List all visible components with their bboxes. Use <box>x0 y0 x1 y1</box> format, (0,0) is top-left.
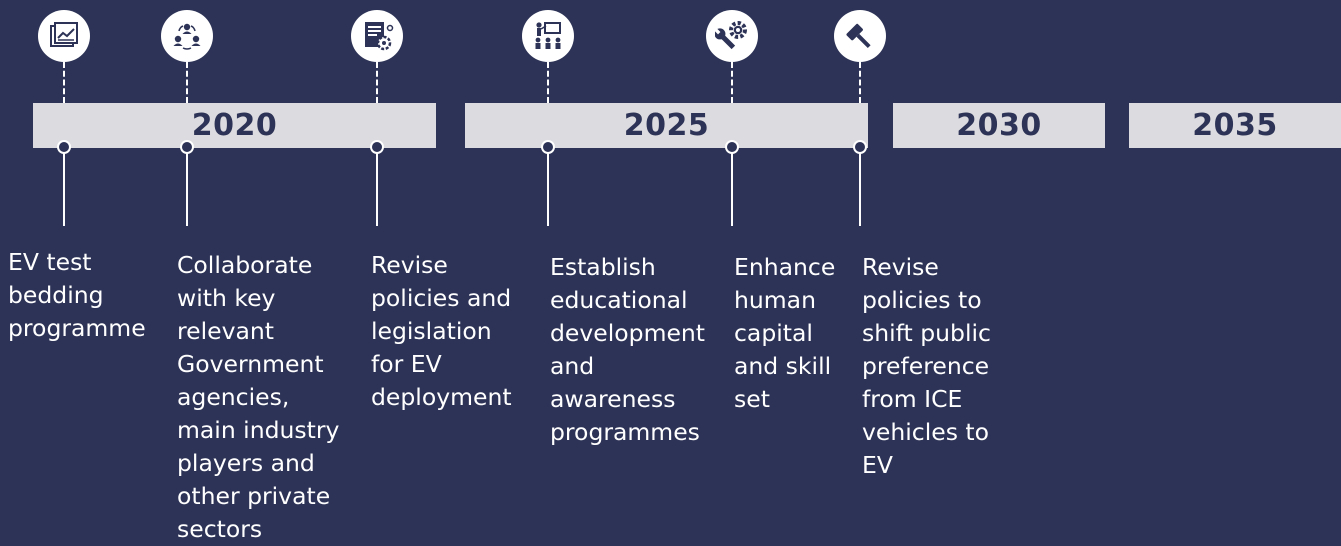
year-bar-2025: 2025 <box>465 103 868 148</box>
milestone-stem <box>731 153 733 226</box>
milestone-stem <box>547 153 549 226</box>
year-bar-2020: 2020 <box>33 103 436 148</box>
gavel-icon <box>834 10 886 62</box>
year-label: 2020 <box>191 108 278 143</box>
year-bar-2035: 2035 <box>1129 103 1341 148</box>
milestone-text: Enhance human capital and skill set <box>734 253 836 413</box>
year-label: 2035 <box>1192 108 1278 143</box>
milestone-text: Collaborate with key relevant Government… <box>177 251 340 543</box>
milestone-text: Revise policies and legislation for EV d… <box>371 251 512 411</box>
milestone-marker <box>180 140 194 154</box>
year-label: 2030 <box>956 108 1042 143</box>
year-bar-2030: 2030 <box>893 103 1105 148</box>
milestone-marker <box>725 140 739 154</box>
milestone-marker <box>853 140 867 154</box>
milestone-text: EV test bedding programme <box>8 248 146 342</box>
connector-dash <box>859 62 861 103</box>
connector-dash <box>547 62 549 103</box>
milestone-marker <box>541 140 555 154</box>
milestone-marker <box>57 140 71 154</box>
policy-document-gear-icon <box>351 10 403 62</box>
connector-dash <box>731 62 733 103</box>
milestone-stem <box>186 153 188 226</box>
milestone-stem <box>63 153 65 226</box>
presentation-audience-icon <box>522 10 574 62</box>
connector-dash <box>186 62 188 103</box>
connector-dash <box>63 62 65 103</box>
people-collaboration-icon <box>161 10 213 62</box>
milestone-stem <box>859 153 861 226</box>
wrench-gear-icon <box>706 10 758 62</box>
milestone-text: Establish educational development and aw… <box>550 253 706 446</box>
year-label: 2025 <box>623 108 710 143</box>
milestone-marker <box>370 140 384 154</box>
connector-dash <box>376 62 378 103</box>
milestone-stem <box>376 153 378 226</box>
chart-document-icon <box>38 10 90 62</box>
milestone-text: Revise policies to shift public preferen… <box>862 253 991 479</box>
